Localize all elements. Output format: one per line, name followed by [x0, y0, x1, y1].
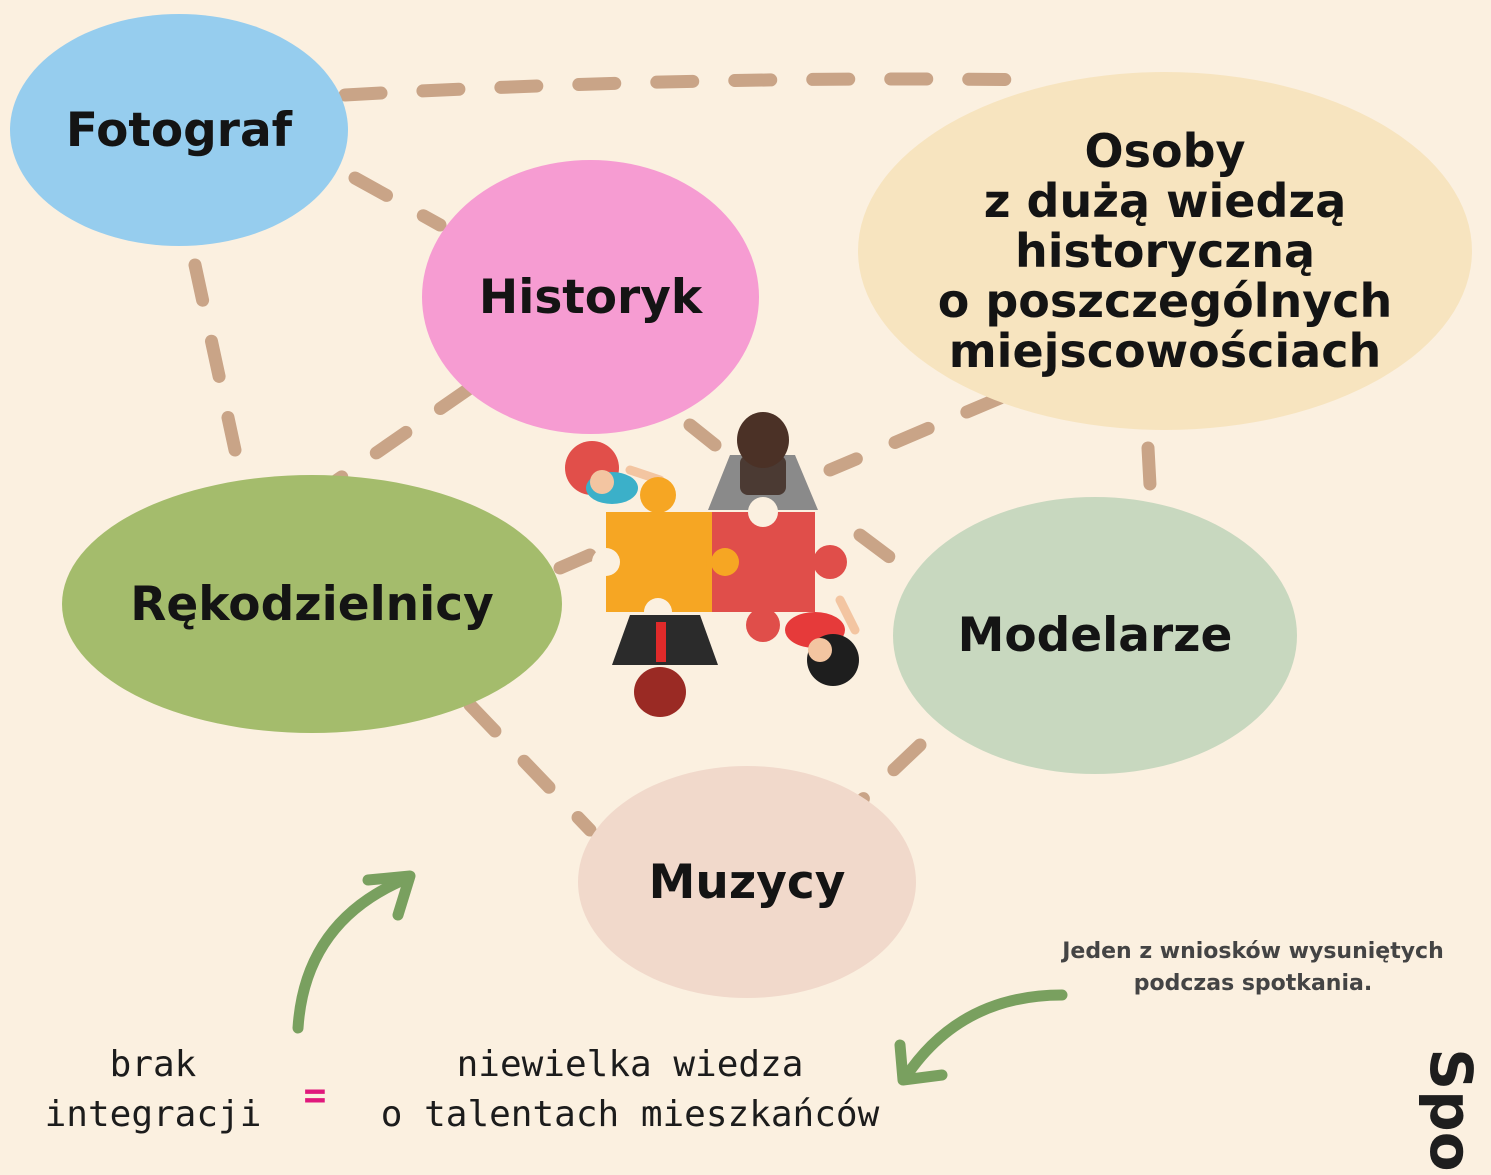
equals-sign: =	[303, 1073, 327, 1117]
connector-osoby-center	[823, 391, 1007, 477]
node-osoby-label: Osoby z dużą wiedzą historyczną o poszcz…	[937, 124, 1393, 378]
equation-right-line1: niewielka wiedza	[456, 1044, 804, 1085]
equation-right: niewielka wiedza o talentach mieszkańców	[340, 1040, 920, 1140]
connector-fotograf-osoby	[338, 72, 1047, 102]
curved-arrow-up-icon	[292, 872, 414, 1034]
connector-modelarze-muzycy	[855, 738, 927, 807]
connector-rekodzielnicy-muzycy	[463, 698, 597, 837]
person-bottom-left	[612, 615, 718, 717]
connector-center-modelarze	[853, 528, 907, 572]
connector-fotograf-rekodzielnicy	[188, 258, 242, 457]
equation-left-line1: brak	[109, 1044, 197, 1085]
equation-left-line2: integracji	[44, 1094, 262, 1135]
curved-arrow-up-head	[362, 870, 416, 921]
node-rekodzielnicy-label: Rękodzielnicy	[130, 576, 494, 632]
dashed-connectors	[188, 72, 1157, 837]
node-modelarze: Modelarze	[893, 497, 1297, 774]
node-fotograf: Fotograf	[10, 14, 348, 246]
connector-historyk-rekodzielnicy	[323, 381, 477, 492]
meeting-note-line1: Jeden z wniosków wysuniętych	[1062, 939, 1444, 964]
puzzle-piece-red	[711, 497, 847, 642]
node-muzycy-label: Muzycy	[648, 854, 846, 910]
connector-rekodzielnicy-center	[553, 548, 597, 575]
meeting-note-line2: podczas spotkania.	[1133, 971, 1373, 996]
arrows	[292, 870, 1068, 1086]
node-modelarze-label: Modelarze	[957, 608, 1233, 663]
node-osoby: Osoby z dużą wiedzą historyczną o poszcz…	[858, 72, 1472, 430]
team-puzzle-illustration	[565, 412, 860, 717]
connector-historyk-center	[683, 418, 722, 452]
equation-left: brak integracji	[28, 1040, 278, 1140]
node-historyk-label: Historyk	[478, 269, 703, 325]
connector-osoby-modelarze	[1141, 441, 1157, 492]
equation-right-line2: o talentach mieszkańców	[380, 1094, 880, 1135]
node-muzycy: Muzycy	[578, 766, 916, 998]
corner-rotated-text: Spo	[1417, 1048, 1485, 1172]
person-bottom-right	[785, 595, 860, 686]
person-top-left	[565, 441, 665, 504]
curved-arrow-left-head	[894, 1039, 948, 1086]
connector-fotograf-historyk	[348, 171, 447, 232]
node-historyk: Historyk	[422, 160, 759, 434]
meeting-note: Jeden z wniosków wysuniętych podczas spo…	[1008, 936, 1491, 1000]
node-fotograf-label: Fotograf	[65, 102, 293, 158]
person-top	[708, 412, 818, 510]
curved-arrow-left-icon	[899, 989, 1068, 1084]
node-rekodzielnicy: Rękodzielnicy	[62, 475, 562, 733]
